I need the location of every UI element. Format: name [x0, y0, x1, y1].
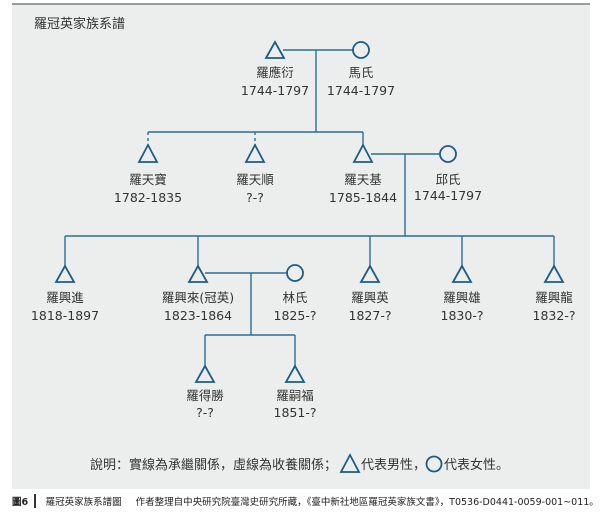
person-name: 羅天寶	[129, 172, 167, 187]
person-years: 1744-1797	[241, 83, 309, 98]
male-triangle-icon	[264, 40, 286, 59]
diagram-title: 羅冠英家族系譜	[34, 16, 125, 32]
person-years: 1827-?	[349, 308, 392, 323]
caption-title: 羅冠英家族系譜圖	[45, 497, 122, 508]
male-triangle-icon	[339, 453, 361, 473]
person-years: 1830-?	[441, 308, 484, 323]
person-years: 1744-1797	[327, 83, 395, 98]
person-name: 林氏	[282, 290, 307, 305]
person-name: 邱氏	[435, 172, 460, 187]
female-circle-icon	[286, 264, 304, 282]
person-years: 1785-1844	[329, 190, 397, 205]
family-tree: 羅冠英家族系譜 羅應衍 1744-1797 馬氏 1744-1797 羅天寶 1…	[31, 16, 576, 473]
male-triangle-icon	[244, 143, 266, 163]
caption-divider	[34, 494, 36, 508]
male-triangle-icon	[543, 264, 565, 283]
female-circle-icon	[425, 455, 443, 473]
person-name: 羅興雄	[443, 290, 481, 305]
person-name: 羅天順	[236, 172, 274, 187]
person-name: 羅興英	[351, 290, 389, 305]
person-name: 羅興來(冠英)	[162, 290, 234, 305]
legend-male-text: 代表男性，	[361, 458, 426, 473]
male-triangle-icon	[187, 264, 209, 283]
person-years: ?-?	[196, 405, 214, 420]
person-name: 羅嗣福	[276, 388, 314, 403]
male-triangle-icon	[359, 264, 381, 283]
female-circle-icon	[352, 41, 370, 59]
male-triangle-icon	[54, 264, 76, 283]
figure-number: 圖6	[12, 497, 29, 508]
person-name: 羅應衍	[256, 65, 294, 80]
person-name: 羅天基	[344, 172, 382, 187]
person-years: 1832-?	[533, 308, 576, 323]
legend-text: 說明：實線為承繼關係，虛線為收養關係；	[90, 457, 337, 473]
diagram-panel	[12, 3, 590, 489]
male-triangle-icon	[284, 364, 306, 383]
person-years: ?-?	[246, 190, 264, 205]
person-years: 1782-1835	[114, 190, 182, 205]
person-name: 馬氏	[348, 65, 373, 80]
figure-caption: 圖6 羅冠英家族系譜圖 作者整理自中央研究院臺灣史研究所藏，《臺中新社地區羅冠英…	[12, 494, 600, 508]
legend: 說明：實線為承繼關係，虛線為收養關係； 代表男性， 代表女性。	[90, 453, 509, 473]
male-triangle-icon	[194, 364, 216, 383]
person-name: 羅得勝	[186, 388, 224, 403]
male-triangle-icon	[451, 264, 473, 283]
legend-female-text: 代表女性。	[444, 457, 509, 473]
caption-source: 作者整理自中央研究院臺灣史研究所藏，《臺中新社地區羅冠英家族文書》，T0536-…	[135, 497, 599, 508]
person-years: 1744-1797	[414, 188, 482, 203]
person-name: 羅興龍	[535, 290, 573, 305]
person-years: 1818-1897	[31, 308, 99, 323]
male-triangle-icon	[352, 143, 374, 163]
female-circle-icon	[439, 145, 457, 163]
person-years: 1851-?	[274, 405, 317, 420]
male-triangle-icon	[137, 143, 159, 163]
person-years: 1823-1864	[164, 308, 232, 323]
person-years: 1825-?	[274, 308, 317, 323]
person-name: 羅興進	[46, 290, 84, 305]
